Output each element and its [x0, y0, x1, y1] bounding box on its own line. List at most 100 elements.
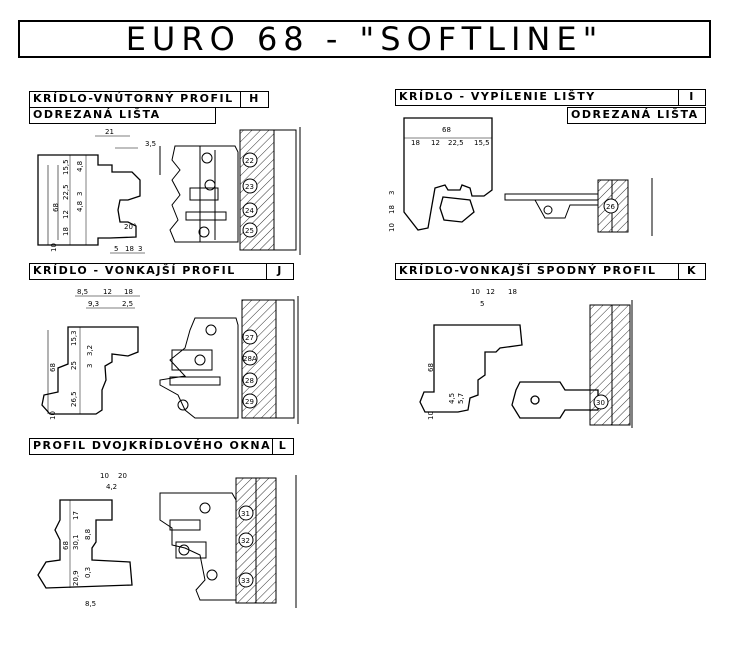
cutter-22: 22	[245, 157, 254, 165]
dim-k-12: 12	[486, 288, 495, 296]
cutter-k-circle	[593, 394, 609, 410]
dim-i-22-5: 22,5	[448, 139, 464, 147]
header-l-name: PROFIL DVOJKRÍDLOVÉHO OKNA	[33, 439, 272, 452]
dim-h-bottom-5: 5	[114, 245, 118, 253]
cutter-28: 28	[245, 377, 254, 385]
dim-j-9-3: 9,3	[88, 300, 99, 308]
cutters-j	[242, 329, 258, 409]
cutter-25: 25	[245, 227, 254, 235]
cutter-32: 32	[241, 537, 250, 545]
dim-i-18v: 18	[388, 205, 396, 214]
profile-i	[403, 117, 493, 231]
dim-j-3: 3	[86, 364, 94, 368]
dim-l-68: 68	[62, 541, 70, 550]
dim-h-22-5: 22,5	[62, 184, 70, 200]
dim-k-10: 10	[471, 288, 480, 296]
dim-i-12: 12	[431, 139, 440, 147]
dim-h-68: 68	[52, 203, 60, 212]
dim-j-68: 68	[49, 363, 57, 372]
dim-h-4-8b: 4,8	[76, 201, 84, 212]
cutter-27: 27	[245, 334, 254, 342]
dim-j-8-5: 8,5	[77, 288, 88, 296]
dim-k-18: 18	[508, 288, 517, 296]
header-j-name: KRÍDLO - VONKAJŠÍ PROFIL	[33, 264, 236, 277]
cutter-28a: 28A	[243, 355, 257, 363]
cutter-26: 26	[606, 203, 615, 211]
header-k: KRÍDLO-VONKAJŠÍ SPODNÝ PROFIL K	[395, 262, 706, 280]
cutter-33: 33	[241, 577, 250, 585]
dim-k-68: 68	[427, 363, 435, 372]
header-i: KRÍDLO - VYPÍLENIE LIŠTY I	[395, 88, 706, 106]
dim-h-angle: 20°	[124, 223, 136, 231]
header-j: KRÍDLO - VONKAJŠÍ PROFIL J	[29, 262, 294, 280]
dim-h-3: 3	[76, 192, 84, 196]
dim-h-18: 18	[62, 227, 70, 236]
cutter-24: 24	[245, 207, 254, 215]
cutter-29: 29	[245, 398, 254, 406]
dim-h-bottom-3: 3	[138, 245, 142, 253]
dim-i-15-5: 15,5	[474, 139, 490, 147]
dims-j	[47, 295, 140, 414]
header-i-sub-text: ODREZANÁ LIŠTA	[571, 108, 699, 121]
dim-l-20-9: 20,9	[72, 570, 80, 586]
profile-l	[37, 499, 133, 589]
dim-i-10: 10	[388, 223, 396, 232]
header-k-letter: K	[678, 262, 706, 280]
header-l-letter: L	[272, 437, 294, 455]
header-h-sub: ODREZANÁ LIŠTA	[29, 107, 216, 124]
dim-k-4-5: 4,5	[448, 393, 456, 404]
header-h-name: KRÍDLO-VNÚTORNÝ PROFIL	[33, 92, 234, 105]
header-k-name: KRÍDLO-VONKAJŠÍ SPODNÝ PROFIL	[399, 264, 657, 277]
dim-j-15-3: 15,3	[70, 330, 78, 346]
profile-j	[41, 326, 139, 415]
tool-j	[159, 296, 299, 424]
dim-k-5-7: 5,7	[457, 393, 465, 404]
cutter-23: 23	[245, 183, 254, 191]
dim-j-25: 25	[70, 361, 78, 370]
profile-h	[37, 154, 141, 246]
cutter-31: 31	[241, 510, 250, 518]
profile-k	[419, 324, 599, 419]
header-l: PROFIL DVOJKRÍDLOVÉHO OKNA L	[29, 437, 294, 455]
dim-h-12: 12	[62, 210, 70, 219]
dim-h-15-5: 15,5	[62, 159, 70, 175]
dim-l-4-2: 4,2	[106, 483, 117, 491]
dim-k-5: 5	[480, 300, 484, 308]
dim-j-2-5: 2,5	[122, 300, 133, 308]
header-j-letter: J	[266, 262, 294, 280]
tool-i	[504, 178, 653, 236]
dims-h	[47, 135, 145, 254]
header-i-letter: I	[678, 88, 706, 106]
cutter-i-circle	[603, 198, 619, 214]
dim-h-bottom-18: 18	[125, 245, 134, 253]
dim-j-26-5: 26,5	[70, 391, 78, 407]
cutter-30: 30	[596, 399, 605, 407]
dim-j-3-2: 3,2	[86, 345, 94, 356]
dim-h-10: 10	[50, 243, 58, 252]
dim-i-68: 68	[442, 126, 451, 134]
dim-i-3: 3	[388, 191, 396, 195]
cutters-h	[242, 152, 258, 238]
dim-l-17: 17	[72, 511, 80, 520]
tool-l	[159, 475, 297, 608]
tool-h	[159, 127, 301, 255]
header-i-sub: ODREZANÁ LIŠTA	[567, 107, 706, 124]
header-h-sub-text: ODREZANÁ LIŠTA	[33, 108, 161, 121]
cutters-l	[238, 505, 254, 588]
dim-h-21: 21	[105, 128, 114, 136]
dim-l-8-5: 8,5	[85, 600, 96, 608]
dim-k-10v: 10	[427, 411, 435, 420]
dim-l-8-8: 8,8	[84, 529, 92, 540]
header-i-name: KRÍDLO - VYPÍLENIE LIŠTY	[399, 90, 596, 103]
dim-l-0-3: 0,3	[84, 567, 92, 578]
header-h-letter: H	[240, 90, 269, 108]
dim-l-30-1: 30,1	[72, 534, 80, 550]
dim-j-12: 12	[103, 288, 112, 296]
title-box: EURO 68 - "SOFTLINE"	[18, 20, 711, 58]
page-title: EURO 68 - "SOFTLINE"	[125, 20, 604, 58]
dim-l-20: 20	[118, 472, 127, 480]
dim-h-4-8a: 4,8	[76, 161, 84, 172]
dim-i-18: 18	[411, 139, 420, 147]
dim-h-3-5: 3,5	[145, 140, 156, 148]
